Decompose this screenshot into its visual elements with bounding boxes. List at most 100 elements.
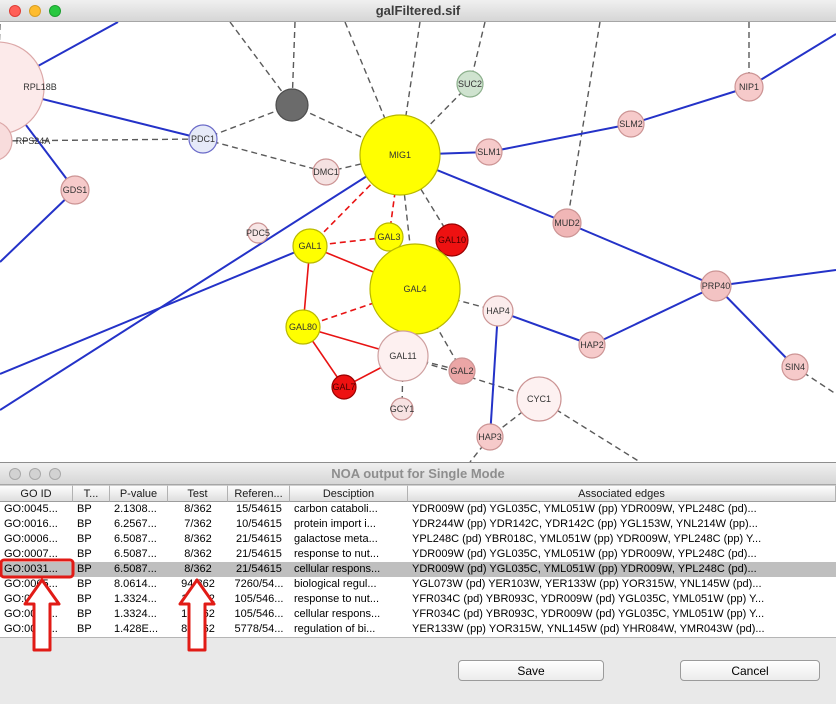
table-cell: cellular respons... [294,563,381,575]
cancel-button[interactable]: Cancel [680,660,820,681]
node-label-SLM2: SLM2 [619,119,643,129]
node-label-MUD2: MUD2 [554,218,580,228]
network-window-title: galFiltered.sif [375,3,461,18]
node-GAL11[interactable] [377,330,429,382]
node-GAL10[interactable] [435,223,469,257]
node-label-NIP1: NIP1 [739,82,759,92]
graph-edge [0,245,311,375]
network-graph[interactable]: RPL18BRPS24AGDS1PDC1DMC1MIG1SUC2SLM1SLM2… [0,22,836,462]
table-cell: 21/54615 [236,563,282,575]
node-label-GCY1: GCY1 [390,404,415,414]
save-button[interactable]: Save [458,660,604,681]
table-cell: GO:0050... [4,623,58,635]
graph-edge [794,366,836,395]
close-button[interactable] [9,5,21,17]
node-DMC1[interactable] [312,158,340,186]
node-GAL7[interactable] [331,374,357,400]
node-GDS1[interactable] [60,175,90,205]
table-cell: 8/362 [184,533,212,545]
node-MIG1[interactable] [359,114,441,196]
traffic-lights-inactive [9,468,61,480]
node-label-SLM1: SLM1 [477,147,501,157]
node-label-GDS1: GDS1 [63,185,88,195]
column-header-test[interactable]: Test [168,485,228,502]
node-DARK1[interactable] [275,88,309,122]
column-header-associated-edges[interactable]: Associated edges [408,485,836,502]
table-cell: 1.3324... [114,593,157,605]
node-GCY1[interactable] [390,397,414,421]
node-GAL2[interactable] [448,357,476,385]
table-cell: GO:0045... [4,503,58,515]
node-PDC5[interactable] [247,222,269,244]
network-window-titlebar[interactable]: galFiltered.sif [0,0,836,22]
graph-edge [0,189,76,263]
minimize-button[interactable] [29,468,41,480]
column-header-go-id[interactable]: GO ID [0,485,73,502]
table-cell: 8.0614... [114,578,157,590]
node-PRP40[interactable] [700,270,732,302]
table-cell: 1.428E... [114,623,159,635]
node-SLM2[interactable] [617,110,645,138]
table-cell: BP [77,623,92,635]
table-cell: GO:0065... [4,578,58,590]
node-HAP3[interactable] [476,423,504,451]
graph-edge [748,33,836,88]
table-cell: 8/362 [184,503,212,515]
table-cell: BP [77,563,92,575]
node-RPL18B[interactable] [0,41,45,135]
table-cell: protein import i... [294,518,376,530]
table-cell: YGL073W (pd) YER103W, YER133W (pp) YOR31… [412,578,762,590]
node-HAP4[interactable] [482,295,514,327]
zoom-button[interactable] [49,468,61,480]
column-header-t-[interactable]: T... [73,485,110,502]
graph-edge [630,86,750,125]
node-RPS24A[interactable] [0,121,13,161]
node-label-RPS24A: RPS24A [16,136,51,146]
noa-window-titlebar[interactable]: NOA output for Single Mode [0,463,836,485]
node-MUD2[interactable] [552,208,582,238]
zoom-button[interactable] [49,5,61,17]
node-SUC2[interactable] [456,70,484,98]
node-label-GAL10: GAL10 [438,235,466,245]
node-label-GAL3: GAL3 [377,232,400,242]
table-cell: 105/546... [234,593,284,605]
table-cell: GO:0006... [4,533,58,545]
node-HAP2[interactable] [578,331,606,359]
table-cell: BP [77,533,92,545]
table-cell: 6.5087... [114,533,157,545]
table-cell: 14/362 [181,608,215,620]
table-cell: 6.2567... [114,518,157,530]
column-header-p-value[interactable]: P-value [110,485,168,502]
node-GAL1[interactable] [292,228,328,264]
table-cell: 15/54615 [236,503,282,515]
node-GAL3[interactable] [374,222,404,252]
minimize-button[interactable] [29,5,41,17]
column-header-desciption[interactable]: Desciption [290,485,408,502]
node-label-PRP40: PRP40 [702,281,731,291]
node-SLM1[interactable] [475,138,503,166]
column-header-referen-[interactable]: Referen... [228,485,290,502]
node-PDC1[interactable] [188,124,218,154]
graph-edge [497,310,593,346]
node-SIN4[interactable] [781,353,809,381]
node-GAL80[interactable] [285,309,321,345]
close-button[interactable] [9,468,21,480]
noa-window-title: NOA output for Single Mode [331,466,505,481]
node-NIP1[interactable] [734,72,764,102]
table-cell: BP [77,518,92,530]
node-CYC1[interactable] [516,376,562,422]
graph-edge [489,310,499,438]
table-cell: 21/54615 [236,548,282,560]
